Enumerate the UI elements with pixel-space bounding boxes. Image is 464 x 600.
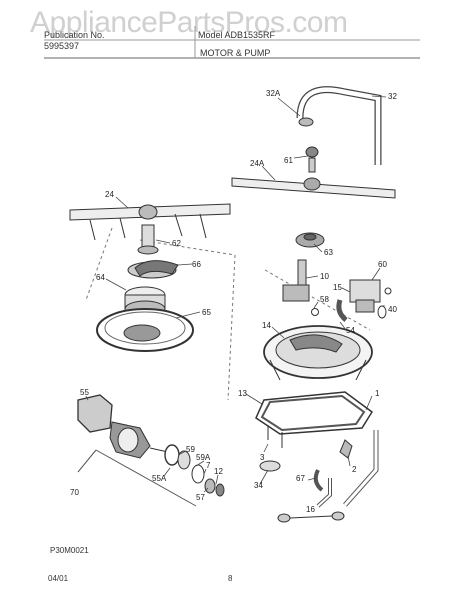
header-box bbox=[44, 26, 420, 59]
lower-spray-arm bbox=[69, 203, 231, 241]
leader-lines bbox=[85, 95, 387, 493]
callout-55: 55 bbox=[80, 388, 89, 397]
side-pipes bbox=[316, 430, 379, 508]
callout-1: 1 bbox=[375, 389, 380, 398]
footer-date: 04/01 bbox=[48, 574, 69, 583]
part-callouts: 32A 32 61 24A 24 62 63 66 64 10 60 15 58… bbox=[70, 89, 397, 514]
callout-64: 64 bbox=[96, 273, 105, 282]
upper-spray-arm bbox=[231, 177, 396, 199]
callout-66: 66 bbox=[192, 260, 201, 269]
callout-62: 62 bbox=[172, 239, 181, 248]
callout-13: 13 bbox=[238, 389, 247, 398]
pump-housing-14 bbox=[263, 325, 373, 381]
section-title: MOTOR & PUMP bbox=[200, 48, 271, 58]
callout-61: 61 bbox=[284, 156, 293, 165]
spray-head-61 bbox=[305, 146, 319, 173]
callout-54: 54 bbox=[346, 326, 355, 335]
callout-24a: 24A bbox=[250, 159, 265, 168]
upper-spray-tube bbox=[296, 86, 382, 165]
callout-3: 3 bbox=[260, 453, 265, 462]
filter-screen-65 bbox=[96, 308, 194, 352]
callout-67: 67 bbox=[296, 474, 305, 483]
callout-59: 59 bbox=[186, 445, 195, 454]
callout-32: 32 bbox=[388, 92, 397, 101]
callout-12: 12 bbox=[214, 467, 223, 476]
callout-65: 65 bbox=[202, 308, 211, 317]
base-frame bbox=[255, 391, 374, 435]
assembly-guides bbox=[85, 227, 371, 401]
drain-hose bbox=[259, 460, 324, 492]
callout-40: 40 bbox=[388, 305, 397, 314]
support-62 bbox=[137, 224, 159, 255]
drawing-code: P30M0021 bbox=[50, 546, 89, 555]
callout-70: 70 bbox=[70, 488, 79, 497]
drain-housing bbox=[282, 259, 319, 316]
inlet-valve bbox=[336, 279, 392, 322]
callout-10: 10 bbox=[320, 272, 329, 281]
callout-16: 16 bbox=[306, 505, 315, 514]
callout-15: 15 bbox=[333, 283, 342, 292]
callout-60: 60 bbox=[378, 260, 387, 269]
page-number: 8 bbox=[228, 574, 233, 583]
callout-55a: 55A bbox=[152, 474, 167, 483]
model-number: ADB1535RF bbox=[224, 30, 276, 40]
callout-2: 2 bbox=[352, 465, 357, 474]
frame-70 bbox=[77, 449, 197, 507]
cover-63 bbox=[295, 232, 325, 248]
callout-24: 24 bbox=[105, 190, 114, 199]
clamps-16 bbox=[277, 511, 345, 523]
callout-7: 7 bbox=[206, 461, 211, 470]
callout-57: 57 bbox=[196, 493, 205, 502]
model-line: Model ADB1535RF bbox=[198, 30, 275, 40]
model-prefix: Model bbox=[198, 30, 223, 40]
motor-assembly bbox=[77, 394, 169, 459]
chopper-66 bbox=[127, 260, 179, 279]
callout-59a: 59A bbox=[196, 453, 211, 462]
publication-number: 5995397 bbox=[44, 41, 80, 51]
callout-14: 14 bbox=[262, 321, 271, 330]
callout-32a: 32A bbox=[266, 89, 281, 98]
callout-63: 63 bbox=[324, 248, 333, 257]
callout-34: 34 bbox=[254, 481, 263, 490]
publication-label: Publication No. bbox=[44, 30, 105, 40]
callout-58: 58 bbox=[320, 295, 329, 304]
watermark: AppliancePartsPros.com bbox=[30, 6, 348, 39]
